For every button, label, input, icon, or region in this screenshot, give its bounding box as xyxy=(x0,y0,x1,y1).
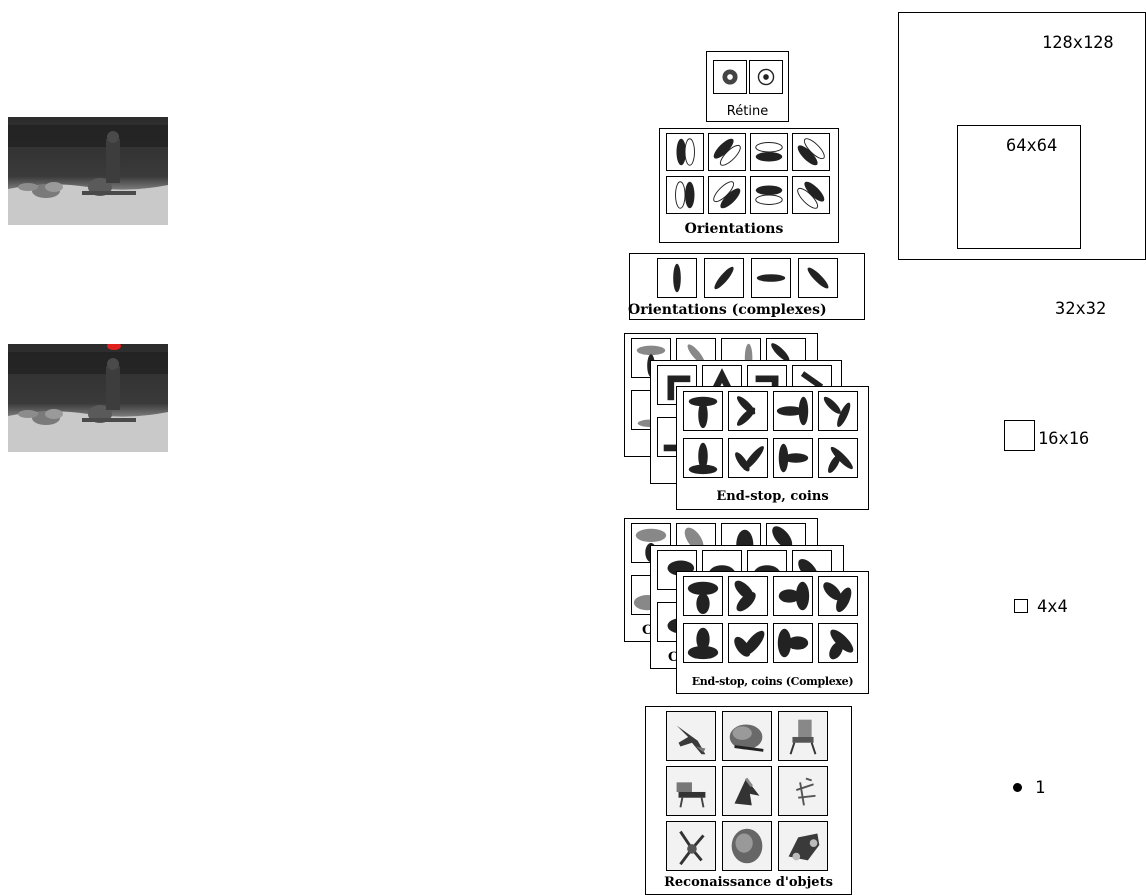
complex-cell-vertical xyxy=(657,258,697,298)
scale-dot-1 xyxy=(1013,783,1022,792)
orientation-cell-vertical-inv xyxy=(666,176,704,214)
endstop-complex-cell-y xyxy=(818,576,858,616)
endstop-cell-t-left xyxy=(773,391,813,431)
endstop-complex-label: End-stop, coins (Complexe) xyxy=(677,675,868,688)
object-cell-helmet xyxy=(722,711,772,761)
endstop-cell-lambda xyxy=(818,438,858,478)
endstop-cell-y xyxy=(818,391,858,431)
orientation-cell-diag-right-inv xyxy=(792,176,830,214)
endstop-complex-cell-t-left xyxy=(773,576,813,616)
endstop-label: End-stop, coins xyxy=(677,489,868,504)
endstop-cell-v xyxy=(728,438,768,478)
endstop-complex-cell-inv-t xyxy=(683,623,723,663)
endstop-cell-inv-t xyxy=(683,438,723,478)
scale-label-32: 32x32 xyxy=(1055,299,1106,319)
retina-label: Rétine xyxy=(707,104,788,119)
object-cell-chair xyxy=(778,711,828,761)
object-cell-bench xyxy=(666,766,716,816)
retina-panel: Rétine xyxy=(706,51,789,122)
endstop-complex-cell-arrow xyxy=(728,576,768,616)
endstop-panel: End-stop, coins xyxy=(676,386,869,510)
orientation-cell-horizontal xyxy=(750,133,788,171)
scale-label-1: 1 xyxy=(1035,778,1045,798)
object-cell-insect xyxy=(778,766,828,816)
scale-label-128: 128x128 xyxy=(1042,33,1114,53)
object-cell-car xyxy=(778,821,828,871)
orientation-cell-diag-left-inv xyxy=(708,176,746,214)
retina-cell-off-center xyxy=(749,60,783,94)
orientation-cell-diag-left xyxy=(708,133,746,171)
endstop-complex-cell-v xyxy=(728,623,768,663)
object-cell-plant xyxy=(666,821,716,871)
objects-label: Reconaissance d'objets xyxy=(646,875,851,890)
object-cell-airplane xyxy=(666,711,716,761)
objects-panel: Reconaissance d'objets xyxy=(645,706,852,895)
endstop-cell-arrow-right xyxy=(728,391,768,431)
endstop-complex-cell-lambda xyxy=(818,623,858,663)
orientation-cell-diag-right xyxy=(792,133,830,171)
retina-cell-on-center xyxy=(713,60,747,94)
complex-cell-horizontal xyxy=(751,258,791,298)
orientations-panel: Orientations xyxy=(659,128,839,243)
scene-photo-bottom xyxy=(8,344,168,452)
orientations-label: Orientations xyxy=(630,221,838,237)
endstop-complex-cell-t xyxy=(683,576,723,616)
scene-photo-top xyxy=(8,117,168,225)
endstop-complex-cell-t-right xyxy=(773,623,813,663)
endstop-complex-panel: End-stop, coins (Complexe) xyxy=(676,571,869,694)
endstop-cell-t-right xyxy=(773,438,813,478)
object-cell-ball xyxy=(722,821,772,871)
endstop-cell-t xyxy=(683,391,723,431)
scale-box-16 xyxy=(1004,420,1035,451)
complex-cell-diag xyxy=(704,258,744,298)
object-cell-bird xyxy=(722,766,772,816)
scale-label-16: 16x16 xyxy=(1038,429,1089,449)
complex-cell-antidiag xyxy=(798,258,838,298)
orientations-complex-label: Orientations (complexes) xyxy=(628,302,864,318)
orientation-cell-vertical xyxy=(666,133,704,171)
scale-label-64: 64x64 xyxy=(1006,136,1057,156)
scale-label-4: 4x4 xyxy=(1037,597,1068,617)
orientation-cell-horizontal-inv xyxy=(750,176,788,214)
scale-box-4 xyxy=(1014,599,1028,613)
orientations-complex-panel: Orientations (complexes) xyxy=(629,253,865,320)
